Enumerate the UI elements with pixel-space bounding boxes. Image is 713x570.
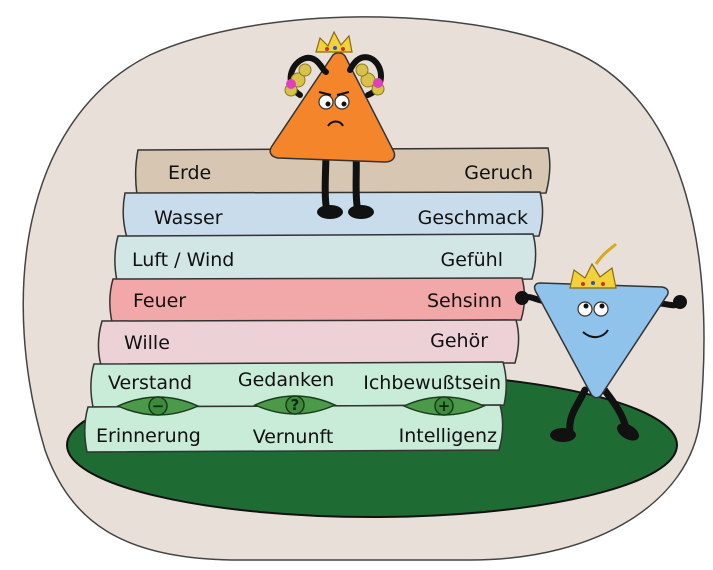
- male-crown-icon: [569, 262, 617, 289]
- question-eye-symbol: ?: [291, 396, 300, 414]
- book-mind-bottom-center-label: Vernunft: [253, 426, 334, 448]
- minus-eye-icon: −: [116, 396, 200, 416]
- book-water-left-label: Wasser: [154, 207, 223, 229]
- book-will-left-label: Wille: [124, 332, 170, 354]
- female-body: [269, 52, 396, 163]
- book-mind-top-left-label: Verstand: [108, 372, 192, 394]
- book-mind-bottom-right-label: Intelligenz: [399, 425, 497, 447]
- male-body: [533, 282, 669, 399]
- plus-eye-symbol: +: [438, 397, 451, 415]
- book-earth-left-label: Erde: [168, 162, 211, 184]
- book-will: Wille Gehör: [97, 319, 520, 366]
- book-mind-bottom-left-label: Erinnerung: [96, 425, 201, 447]
- book-will-right-label: Gehör: [430, 330, 488, 352]
- female-pigtails: [284, 63, 385, 97]
- book-mind-top: Verstand Gedanken Ichbewußtsein: [90, 361, 507, 408]
- female-triangle-character: [269, 30, 396, 219]
- book-earth: Erde Geruch: [134, 147, 551, 196]
- book-water-right-label: Geschmack: [418, 207, 528, 229]
- male-triangle-character: [515, 242, 687, 442]
- book-air: Luft / Wind Gefühl: [114, 233, 537, 282]
- book-fire-right-label: Sehsinn: [427, 290, 502, 312]
- plus-eye-icon: +: [402, 396, 486, 416]
- book-fire: Feuer Sehsinn: [109, 277, 526, 323]
- book-air-right-label: Gefühl: [441, 249, 503, 271]
- book-fire-left-label: Feuer: [133, 290, 186, 312]
- book-earth-right-label: Geruch: [464, 162, 533, 184]
- question-eye-icon: ?: [253, 395, 337, 415]
- book-mind-top-center-label: Gedanken: [238, 369, 334, 391]
- book-mind-bottom: Erinnerung Vernunft Intelligenz: [84, 404, 504, 453]
- minus-eye-symbol: −: [152, 397, 165, 415]
- book-mind-top-right-label: Ichbewußtsein: [363, 372, 501, 394]
- book-air-left-label: Luft / Wind: [132, 249, 234, 271]
